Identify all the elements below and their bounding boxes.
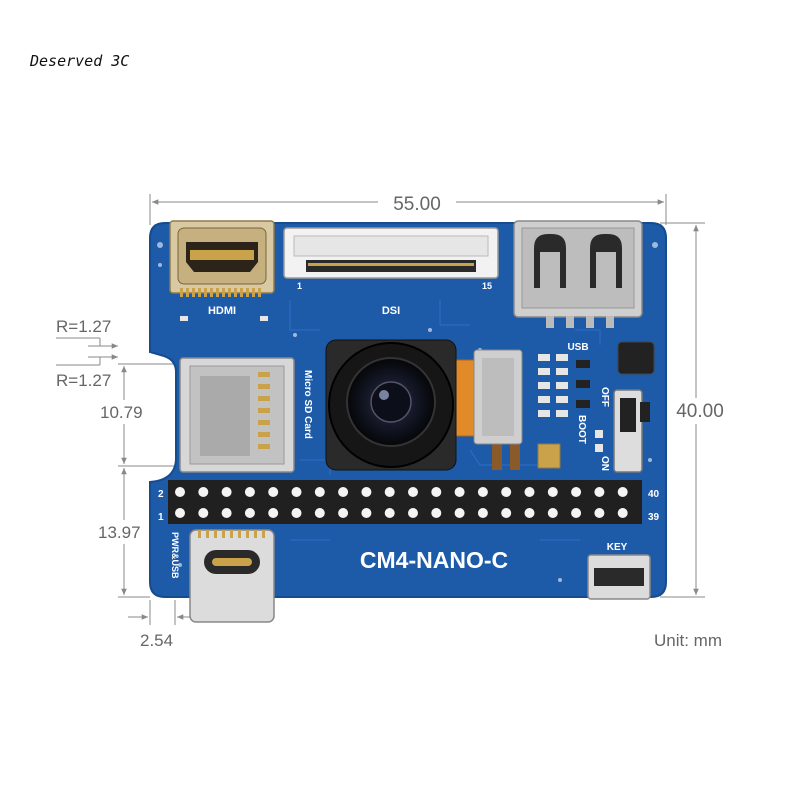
pin-39-label: 39 bbox=[648, 512, 660, 523]
gpio-pin bbox=[314, 508, 325, 518]
gpio-pin bbox=[221, 508, 232, 518]
dsi-pin-last: 15 bbox=[482, 281, 492, 291]
gpio-pin bbox=[175, 487, 185, 497]
boot-switch bbox=[613, 389, 650, 473]
gpio-pin bbox=[291, 508, 302, 518]
gpio-pin bbox=[524, 508, 535, 518]
hdmi-connector bbox=[169, 220, 275, 297]
pin-40-label: 40 bbox=[648, 489, 660, 500]
dimension-height: 40.00 bbox=[660, 222, 732, 598]
smd-components bbox=[180, 316, 603, 470]
gpio-pin bbox=[501, 487, 512, 497]
gpio-pin bbox=[221, 487, 232, 497]
key-button bbox=[587, 554, 651, 600]
gpio-pin bbox=[524, 487, 535, 497]
on-label: ON bbox=[599, 456, 610, 471]
dimension-edge-offset: 2.54 bbox=[128, 600, 198, 650]
inductor bbox=[617, 341, 655, 375]
gpio-pin bbox=[454, 508, 465, 518]
dimension-sd-offset: 10.79 bbox=[94, 363, 176, 467]
gpio-pin bbox=[408, 508, 418, 518]
gpio-pin bbox=[198, 487, 209, 497]
gpio-pin bbox=[594, 487, 605, 497]
dsi-pin-first: 1 bbox=[297, 281, 302, 291]
gpio-pin bbox=[244, 508, 255, 518]
gpio-pin bbox=[501, 508, 512, 518]
board-name: CM4-NANO-C bbox=[360, 547, 508, 573]
pin-1-label: 1 bbox=[158, 512, 164, 523]
dsi-label: DSI bbox=[382, 305, 400, 317]
edge-offset-label: 2.54 bbox=[140, 631, 173, 650]
gpio-pin bbox=[594, 508, 605, 518]
gpio-pin bbox=[384, 487, 395, 497]
gpio-pin bbox=[338, 508, 349, 518]
gpio-pin bbox=[244, 487, 255, 497]
gpio-pin bbox=[571, 508, 582, 518]
height-label: 40.00 bbox=[676, 401, 724, 422]
gpio-pin bbox=[431, 487, 442, 497]
camera-module bbox=[325, 339, 523, 471]
watermark-text: Deserved 3C bbox=[30, 52, 130, 70]
dsi-connector bbox=[283, 227, 499, 279]
gpio-pin bbox=[454, 487, 465, 497]
boot-label: BOOT bbox=[576, 415, 587, 444]
off-label: OFF bbox=[599, 387, 610, 407]
usb-label: USB bbox=[567, 342, 588, 353]
dimension-radius-top: R=1.27 bbox=[56, 317, 118, 349]
gpio-pin bbox=[617, 487, 628, 497]
key-label: KEY bbox=[607, 542, 628, 553]
dimension-radius-bottom: R=1.27 bbox=[56, 354, 118, 390]
hdmi-label: HDMI bbox=[208, 305, 236, 317]
pin-2-label: 2 bbox=[158, 489, 164, 500]
gpio-pin bbox=[384, 508, 395, 518]
gpio-pin bbox=[477, 508, 488, 518]
gpio-pin bbox=[314, 487, 325, 497]
gpio-pin bbox=[361, 487, 372, 497]
gpio-pin bbox=[291, 487, 302, 497]
gpio-pin bbox=[547, 508, 558, 518]
gpio-pin bbox=[361, 508, 372, 518]
radius-bottom-label: R=1.27 bbox=[56, 371, 111, 390]
gpio-pin bbox=[408, 487, 418, 497]
gpio-pin bbox=[477, 487, 488, 497]
gpio-pin bbox=[571, 487, 582, 497]
radius-top-label: R=1.27 bbox=[56, 317, 111, 336]
unit-label: Unit: mm bbox=[654, 631, 722, 650]
gpio-pin bbox=[198, 508, 209, 518]
sd-offset-label: 10.79 bbox=[100, 403, 143, 422]
gpio-pin bbox=[268, 487, 279, 497]
width-label: 55.00 bbox=[393, 194, 441, 215]
gpio-pin bbox=[338, 487, 349, 497]
gpio-header bbox=[168, 480, 642, 524]
gpio-pins bbox=[175, 487, 628, 518]
gpio-pin bbox=[175, 508, 185, 518]
sd-label: Micro SD Card bbox=[302, 370, 313, 439]
usb-c-connector bbox=[189, 529, 275, 623]
gpio-pin bbox=[547, 487, 558, 497]
dimension-header-offset: 13.97 bbox=[94, 468, 156, 598]
gpio-pin bbox=[431, 508, 442, 518]
dimension-width: 55.00 bbox=[149, 190, 667, 225]
header-offset-label: 13.97 bbox=[98, 523, 141, 542]
gpio-pin bbox=[268, 508, 279, 518]
pwr-usb-label: PWR&USB bbox=[170, 532, 180, 579]
usb-connector bbox=[513, 220, 643, 328]
gpio-pin bbox=[617, 508, 628, 518]
micro-sd-slot bbox=[179, 357, 295, 473]
